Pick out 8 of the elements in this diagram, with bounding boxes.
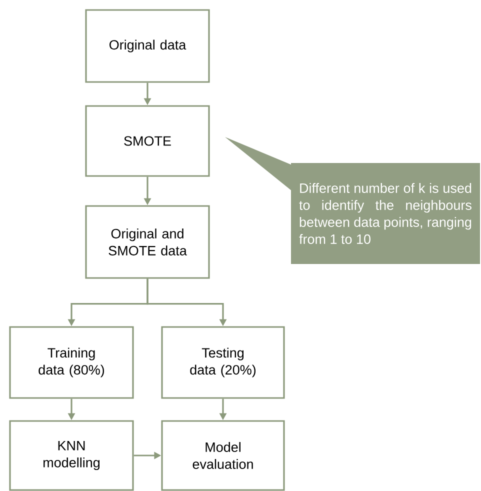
process-box: KNN modelling bbox=[9, 420, 134, 491]
process-box: Original and SMOTE data bbox=[85, 205, 210, 279]
process-box: Model evaluation bbox=[161, 420, 285, 491]
process-box: SMOTE bbox=[85, 105, 210, 177]
process-box: Training data (80%) bbox=[9, 326, 134, 399]
callout-bubble: Different number of k is used to identify the neighbours between data points, ranging from 1 to 10 bbox=[225, 137, 480, 264]
process-box: Testing data (20%) bbox=[161, 326, 285, 399]
process-box: Original data bbox=[85, 9, 210, 83]
